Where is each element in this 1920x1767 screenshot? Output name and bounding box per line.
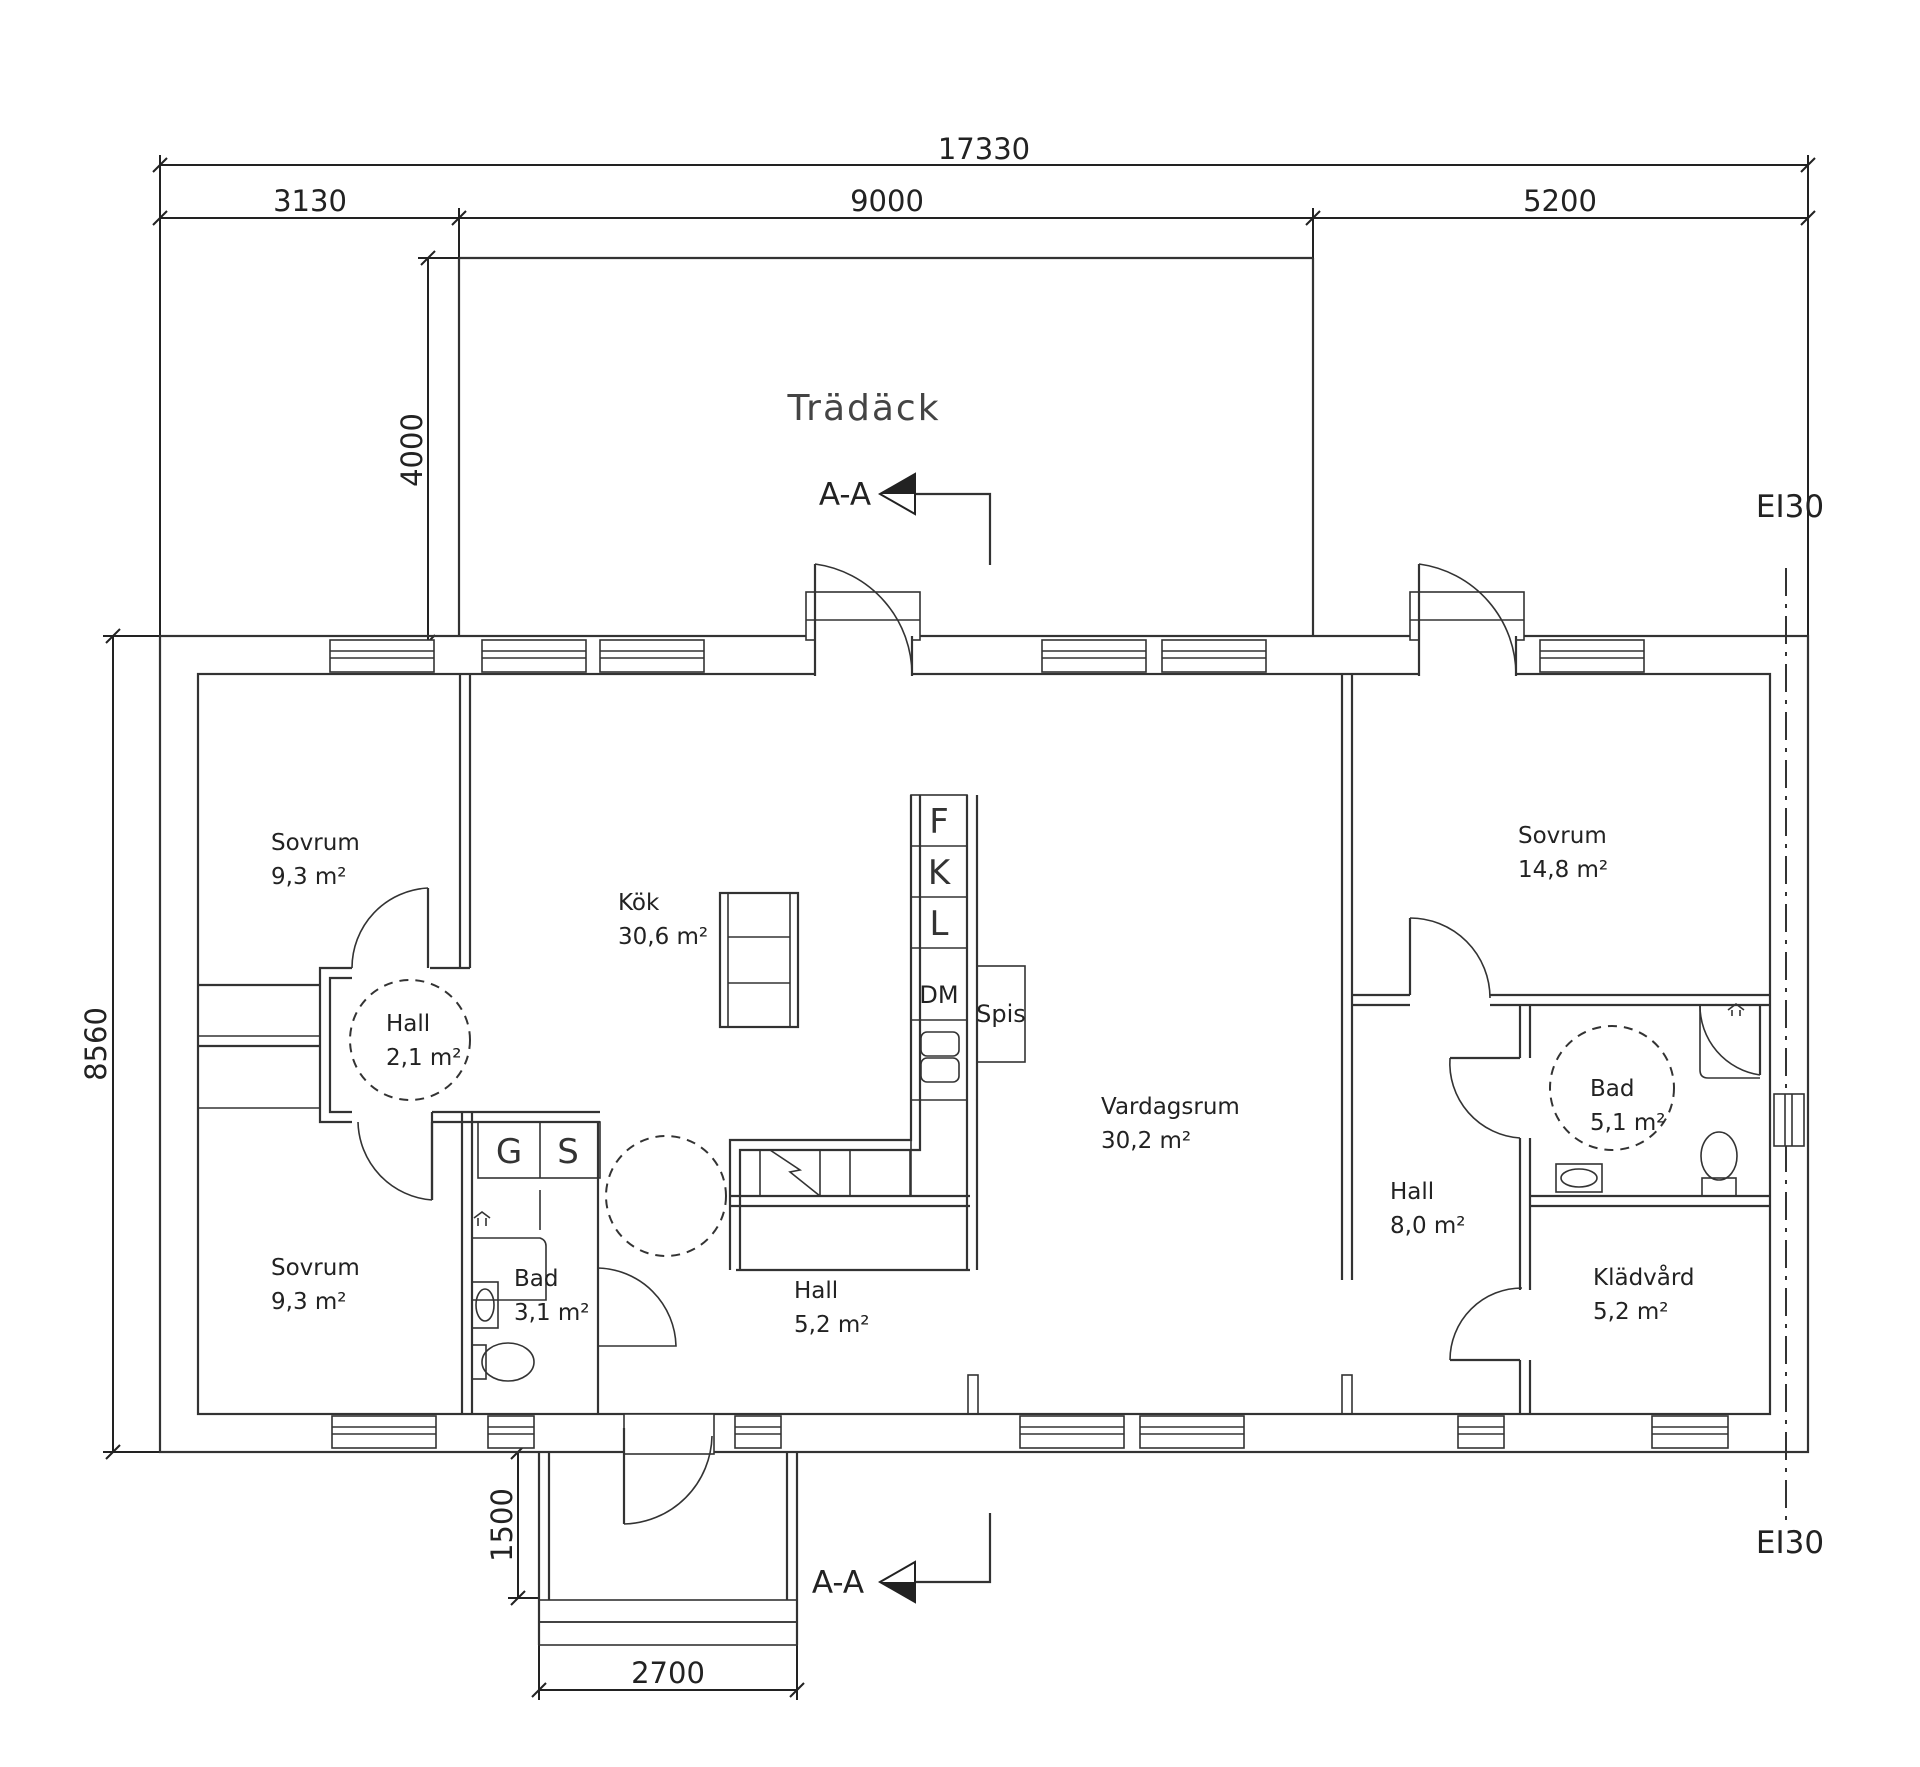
deck-label: Trädäck: [786, 388, 940, 429]
interior-doors: [351, 887, 1761, 1525]
turning-circle-bath-east: [1549, 1025, 1675, 1151]
porch: [537, 1452, 799, 1646]
room-kok-name: Kök: [618, 890, 660, 916]
fire-rating-top: EI30: [1756, 489, 1824, 525]
room-hall-entry-area: 5,2 m²: [794, 1312, 870, 1338]
room-sovrum-ne-name: Sovrum: [1518, 823, 1607, 849]
section-marker-bottom: [877, 1513, 992, 1604]
room-bad-e-area: 5,1 m²: [1590, 1110, 1666, 1136]
fixture-dishwasher-label: DM: [919, 981, 958, 1009]
section-label-top: A-A: [819, 477, 871, 513]
room-bad-e-name: Bad: [1590, 1076, 1634, 1102]
deck-doors: [805, 563, 1525, 677]
windows: [329, 639, 1805, 1449]
dim-porch-depth: 1500: [485, 1488, 519, 1562]
fire-rating-bottom: EI30: [1756, 1525, 1824, 1561]
turning-circle-entry: [605, 1135, 727, 1257]
deck-outline: [457, 256, 1315, 636]
turning-circle-hall-west: [349, 979, 471, 1101]
dim-middle-segment: 9000: [850, 184, 924, 218]
room-sovrum-nw-name: Sovrum: [271, 830, 360, 856]
room-hall-w-area: 2,1 m²: [386, 1045, 462, 1071]
room-sovrum-sw-name: Sovrum: [271, 1255, 360, 1281]
toilet-west: [471, 1342, 535, 1382]
fixture-freezer-label: F: [929, 802, 949, 842]
fixture-pantry-label: L: [930, 904, 949, 944]
interior-walls: [198, 674, 1770, 1415]
room-hall-w-name: Hall: [386, 1011, 430, 1037]
dimension-lines: [103, 155, 1816, 1700]
room-hall-e-area: 8,0 m²: [1390, 1213, 1466, 1239]
dim-deck-depth: 4000: [395, 413, 429, 487]
room-sovrum-nw-area: 9,3 m²: [271, 864, 347, 890]
fixture-s-label: S: [557, 1132, 579, 1172]
dim-right-segment: 5200: [1523, 184, 1597, 218]
dim-porch-width: 2700: [631, 1656, 705, 1690]
fixture-fridge-label: K: [928, 853, 952, 893]
room-hall-e-name: Hall: [1390, 1179, 1434, 1205]
section-label-bottom: A-A: [812, 1565, 864, 1601]
room-sovrum-ne-area: 14,8 m²: [1518, 857, 1608, 883]
room-bad-w-area: 3,1 m²: [514, 1300, 590, 1326]
fixture-stove-label: Spis: [976, 1000, 1026, 1028]
fixture-g-label: G: [496, 1132, 522, 1172]
dim-overall-width: 17330: [938, 132, 1030, 166]
room-kok-area: 30,6 m²: [618, 924, 708, 950]
room-hall-entry-name: Hall: [794, 1278, 838, 1304]
floor-drain-icons: [473, 1003, 1745, 1226]
wash-basin-east: [1555, 1163, 1603, 1193]
room-bad-w-name: Bad: [514, 1266, 558, 1292]
room-sovrum-sw-area: 9,3 m²: [271, 1289, 347, 1315]
dim-house-depth: 8560: [79, 1007, 113, 1081]
room-vardagsrum-name: Vardagsrum: [1101, 1094, 1240, 1120]
room-kladvard-area: 5,2 m²: [1593, 1299, 1669, 1325]
exterior-walls: [158, 634, 1810, 1454]
wash-basin-west: [471, 1281, 499, 1329]
dim-left-segment: 3130: [273, 184, 347, 218]
room-kladvard-name: Klädvård: [1593, 1263, 1695, 1291]
section-marker-top: [877, 472, 992, 565]
room-vardagsrum-area: 30,2 m²: [1101, 1128, 1191, 1154]
toilet-east: [1700, 1131, 1738, 1197]
